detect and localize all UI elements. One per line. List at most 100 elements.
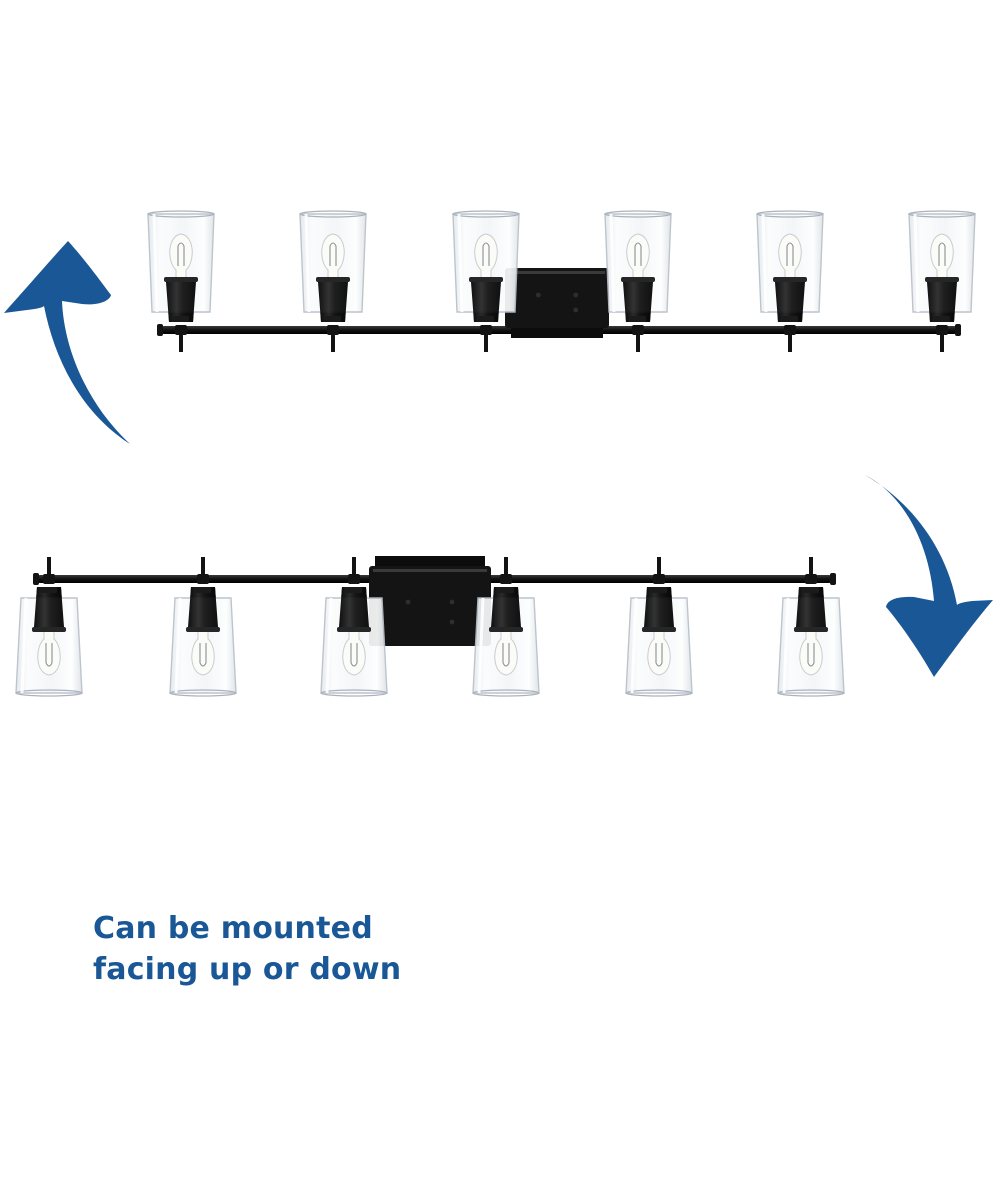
shade-highlight bbox=[761, 213, 768, 313]
light-bulb bbox=[930, 233, 954, 279]
shade-highlight bbox=[20, 597, 28, 694]
shade-highlight bbox=[174, 597, 182, 694]
socket-cup-front bbox=[491, 587, 521, 627]
arm-ring bbox=[803, 587, 819, 593]
light-arm bbox=[472, 557, 540, 697]
arm-collar bbox=[632, 325, 644, 335]
light-arm bbox=[908, 210, 976, 352]
light-bulb bbox=[626, 233, 650, 279]
light-bulb bbox=[647, 630, 671, 676]
socket-rim-front bbox=[337, 627, 371, 632]
socket-rim-front bbox=[794, 627, 828, 632]
backplate-screw bbox=[405, 599, 411, 605]
arm-stem bbox=[788, 330, 792, 352]
light-arm bbox=[625, 557, 693, 697]
arm-ring bbox=[325, 316, 341, 322]
shade-rim bbox=[15, 689, 83, 697]
socket-rim-front bbox=[186, 627, 220, 632]
arm-stem bbox=[484, 330, 488, 352]
arm-collar bbox=[327, 325, 339, 335]
light-arm bbox=[452, 210, 520, 352]
arm-stem bbox=[809, 557, 813, 579]
backplate-highlight bbox=[373, 569, 487, 572]
light-arm bbox=[320, 557, 388, 697]
backplate-screw bbox=[449, 619, 455, 625]
socket-cup-front bbox=[34, 587, 64, 627]
arm-collar bbox=[348, 574, 360, 584]
arm-stem bbox=[940, 330, 944, 352]
shade-highlight bbox=[457, 213, 464, 313]
socket-cup-front bbox=[796, 587, 826, 627]
socket-cup-front bbox=[318, 282, 348, 322]
socket-cup-front bbox=[166, 282, 196, 322]
backplate-screw bbox=[449, 599, 455, 605]
socket-cup-front bbox=[339, 587, 369, 627]
light-bulb bbox=[321, 233, 345, 279]
shade-highlight bbox=[609, 213, 616, 313]
shade-rim bbox=[604, 210, 672, 218]
arm-collar bbox=[805, 574, 817, 584]
socket-cup-front bbox=[623, 282, 653, 322]
arm-collar bbox=[197, 574, 209, 584]
arm-stem bbox=[47, 557, 51, 579]
backplate-screw bbox=[535, 292, 541, 298]
arm-stem bbox=[201, 557, 205, 579]
arm-collar bbox=[936, 325, 948, 335]
arm-collar bbox=[43, 574, 55, 584]
mounting-backplate bbox=[505, 268, 609, 328]
shade-rim bbox=[908, 210, 976, 218]
light-bulb bbox=[474, 233, 498, 279]
socket-cup-front bbox=[927, 282, 957, 322]
light-bulb bbox=[169, 233, 193, 279]
caption-line-1: Can be mounted bbox=[93, 911, 373, 946]
arm-collar bbox=[784, 325, 796, 335]
shade-highlight bbox=[152, 213, 159, 313]
arm-ring bbox=[630, 316, 646, 322]
arm-ring bbox=[41, 587, 57, 593]
shade-rim bbox=[320, 689, 388, 697]
socket-rim-front bbox=[642, 627, 676, 632]
light-arm bbox=[604, 210, 672, 352]
mounting-backplate bbox=[369, 566, 491, 646]
shade-rim bbox=[147, 210, 215, 218]
light-arm bbox=[756, 210, 824, 352]
bar-end-cap bbox=[830, 573, 836, 585]
socket-rim-front bbox=[469, 277, 503, 282]
shade-highlight bbox=[913, 213, 920, 313]
curved-arrow-down-icon bbox=[865, 475, 993, 677]
light-arm bbox=[147, 210, 215, 352]
bar-end-cap bbox=[955, 324, 961, 336]
socket-rim-front bbox=[925, 277, 959, 282]
socket-rim-front bbox=[621, 277, 655, 282]
socket-rim-front bbox=[32, 627, 66, 632]
light-arm bbox=[777, 557, 845, 697]
arm-collar bbox=[653, 574, 665, 584]
shade-rim bbox=[777, 689, 845, 697]
socket-rim-front bbox=[773, 277, 807, 282]
socket-cup-front bbox=[188, 587, 218, 627]
light-bulb bbox=[778, 233, 802, 279]
arm-stem bbox=[331, 330, 335, 352]
arm-ring bbox=[498, 587, 514, 593]
light-bulb bbox=[799, 630, 823, 676]
socket-cup-front bbox=[471, 282, 501, 322]
light-bulb bbox=[494, 630, 518, 676]
socket-rim-front bbox=[489, 627, 523, 632]
mounting-caption: Can be mounted facing up or down bbox=[93, 908, 513, 990]
shade-highlight bbox=[304, 213, 311, 313]
curved-arrow-up-icon bbox=[4, 241, 130, 444]
socket-rim-front bbox=[164, 277, 198, 282]
arm-stem bbox=[636, 330, 640, 352]
backplate-screw bbox=[573, 307, 579, 313]
socket-cup-front bbox=[775, 282, 805, 322]
arm-ring bbox=[934, 316, 950, 322]
light-bulb bbox=[191, 630, 215, 676]
light-arm bbox=[299, 210, 367, 352]
socket-rim-front bbox=[316, 277, 350, 282]
arm-stem bbox=[179, 330, 183, 352]
arm-ring bbox=[195, 587, 211, 593]
arm-collar bbox=[175, 325, 187, 335]
vanity-light-facing-down bbox=[15, 556, 845, 697]
arm-ring bbox=[651, 587, 667, 593]
